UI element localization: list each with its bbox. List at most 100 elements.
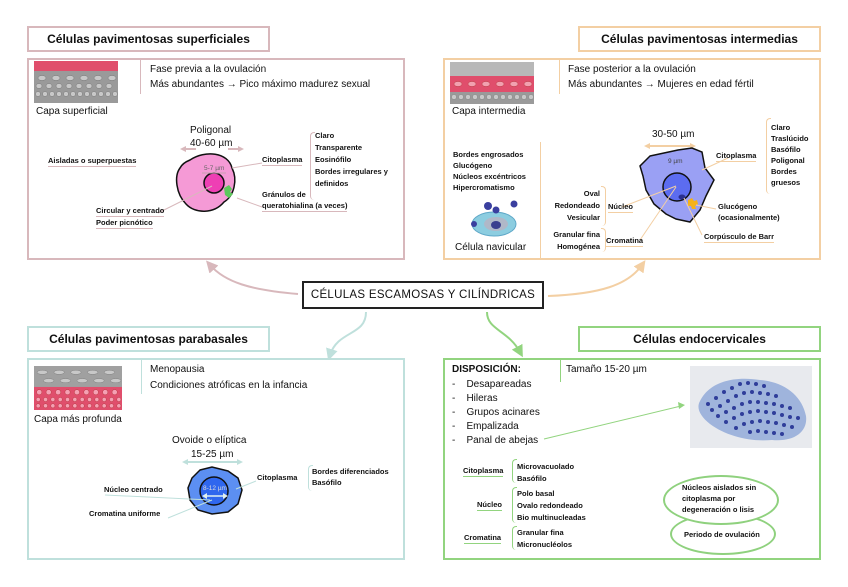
parabasales-chromatin-label: Cromatina uniforme	[89, 509, 161, 518]
arrow-to-intermedias	[547, 260, 646, 297]
parabasales-title: Células pavimentosas parabasales	[27, 326, 270, 352]
disposition-item-text: Grupos acinares	[466, 407, 540, 418]
disposition-item-text: Panal de abejas	[466, 435, 539, 446]
endocervicales-cytoplasm-feature: Basófilo	[517, 474, 547, 483]
arrow-to-superficiales	[206, 260, 299, 295]
parabasales-cytoplasm-feature: Basófilo	[312, 478, 342, 487]
intermedias-cytoplasm-feature: Basófilo	[771, 145, 801, 154]
navicular-cell-image	[471, 200, 518, 237]
divider	[559, 60, 560, 94]
navicular-feature: Hipercromatismo	[453, 183, 515, 192]
endocervicales-title: Células endocervicales	[578, 326, 821, 352]
intermedias-glycogen: Glucógeno	[718, 202, 758, 211]
parabasales-shape: Ovoide o elíptica	[172, 435, 247, 446]
superficiales-nucleus-feature: Poder picnótico	[96, 218, 153, 229]
isolated-nuclei-text: citoplasma por	[682, 494, 736, 503]
superficiales-nucleus-size: 5-7 µm	[204, 165, 225, 172]
endocervicales-cytoplasm-feature: Microvacuolado	[517, 462, 575, 471]
superficiales-size: 40-60 µm	[190, 138, 233, 149]
endocervicales-nucleus-feature: Bio multinucleadas	[517, 513, 586, 522]
superficiales-cytoplasm-feature: Claro	[315, 131, 335, 140]
deep-layer-image	[34, 366, 122, 410]
intermedias-cytoplasm-feature: Traslúcido	[771, 134, 809, 143]
endocervical-cluster-image	[690, 366, 812, 448]
intermedias-size: 30-50 µm	[652, 129, 695, 140]
intermediate-layer-image	[450, 62, 534, 104]
intermedias-cytoplasm-feature: gruesos	[771, 178, 801, 187]
intermedias-nucleus-size: 9 µm	[668, 158, 683, 165]
intermedias-glycogen: (ocasionalmente)	[718, 213, 780, 222]
disposition-label: DISPOSICIÓN:	[452, 364, 521, 375]
bracket	[766, 118, 771, 194]
superficiales-arrangement: Aisladas o superpuestas	[48, 156, 137, 167]
superficiales-cytoplasm-feature: Bordes irregulares y	[315, 167, 388, 176]
parabasales-nucleus-label: Núcleo centrado	[104, 485, 163, 494]
intermedias-nucleus-label: Núcleo	[608, 202, 634, 213]
bracket	[601, 186, 606, 226]
intermedias-cytoplasm-feature: Claro	[771, 123, 791, 132]
intermedias-barr: Corpúsculo de Barr	[704, 232, 775, 243]
superficiales-shape: Poligonal	[190, 125, 232, 136]
endocervicales-chromatin-feature: Micronucléolos	[517, 540, 573, 549]
disposition-item: - Hileras	[452, 393, 498, 404]
endocervicales-size: Tamaño 15-20 µm	[566, 364, 647, 375]
endocervicales-cytoplasm-label: Citoplasma	[463, 466, 504, 477]
parabasales-nucleus-size: 8-12 µm	[203, 485, 227, 492]
intermedias-nucleus-feature: Oval	[583, 189, 600, 198]
navicular-feature: Núcleos excéntricos	[453, 172, 526, 181]
superficiales-cytoplasm-label: Citoplasma	[262, 155, 303, 166]
disposition-item-text: Empalizada	[466, 421, 519, 432]
divider	[560, 360, 561, 382]
intermedias-cytoplasm-feature: Poligonal	[771, 156, 805, 165]
intermedias-chromatin-label: Cromatina	[606, 236, 644, 247]
navicular-feature: Bordes engrosados	[453, 150, 524, 159]
navicular-caption: Célula navicular	[455, 242, 527, 253]
superficiales-cytoplasm-feature: Eosinófilo	[315, 155, 352, 164]
parabasales-cytoplasm-label: Citoplasma	[257, 473, 298, 482]
parabasales-info-2: Condiciones atróficas en la infancia	[150, 380, 308, 391]
parabasales-info-1: Menopausia	[150, 364, 205, 375]
isolated-nuclei-text: degeneración o lisis	[682, 505, 755, 514]
bracket	[310, 132, 315, 200]
endocervicales-nucleus-feature: Polo basal	[517, 489, 555, 498]
intermedias-cytoplasm-label: Citoplasma	[716, 151, 757, 162]
endocervicales-nucleus-label: Núcleo	[477, 500, 503, 511]
endocervicales-chromatin-feature: Granular fina	[517, 528, 564, 537]
disposition-item-text: Hileras	[466, 393, 498, 404]
disposition-item: - Panal de abejas	[452, 435, 539, 446]
intermedias-chromatin-feature: Granular fina	[553, 230, 600, 239]
divider	[540, 142, 541, 260]
intermedias-nucleus-feature: Vesicular	[567, 213, 600, 222]
intermediate-layer-caption: Capa intermedia	[452, 106, 526, 117]
bracket	[512, 487, 517, 523]
disposition-item-text: Desapareadas	[466, 379, 532, 390]
disposition-item: - Grupos acinares	[452, 407, 540, 418]
intermedias-info-2: Más abundantes → Mujeres en edad fértil	[568, 79, 754, 90]
isolated-nuclei-text: Núcleos aislados sin	[682, 483, 757, 492]
intermedias-cytoplasm-feature: Bordes	[771, 167, 797, 176]
superficial-layer-caption: Capa superficial	[36, 106, 108, 117]
parabasales-size: 15-25 µm	[191, 449, 234, 460]
intermedias-info-1: Fase posterior a la ovulación	[568, 64, 696, 75]
endocervicales-nucleus-feature: Ovalo redondeado	[517, 501, 583, 510]
bracket	[512, 526, 517, 550]
arrow-to-parabasales	[326, 311, 367, 361]
superficiales-title: Células pavimentosas superficiales	[27, 26, 270, 52]
superficiales-granules: queratohialina (a veces)	[262, 201, 348, 212]
divider	[141, 360, 142, 394]
intermedias-chromatin-feature: Homogénea	[557, 242, 600, 251]
superficiales-granules: Gránulos de	[262, 190, 306, 199]
endocervicales-chromatin-label: Cromatina	[464, 533, 502, 544]
deep-layer-caption: Capa más profunda	[34, 414, 122, 425]
center-title: CÉLULAS ESCAMOSAS Y CILÍNDRICAS	[302, 281, 544, 309]
superficial-layer-image	[34, 61, 118, 103]
superficiales-nucleus-feature: Circular y centrado	[96, 206, 165, 217]
intermedias-nucleus-feature: Redondeado	[554, 201, 600, 210]
superficiales-info-2: Más abundantes → Pico máximo madurez sex…	[150, 79, 371, 90]
intermedias-title: Células pavimentosas intermedias	[578, 26, 821, 52]
bracket	[512, 459, 517, 483]
disposition-item: - Empalizada	[452, 421, 519, 432]
bracket	[308, 465, 313, 491]
ovulation-text: Periodo de ovulación	[684, 530, 760, 539]
superficiales-cytoplasm-feature: Transparente	[315, 143, 363, 152]
